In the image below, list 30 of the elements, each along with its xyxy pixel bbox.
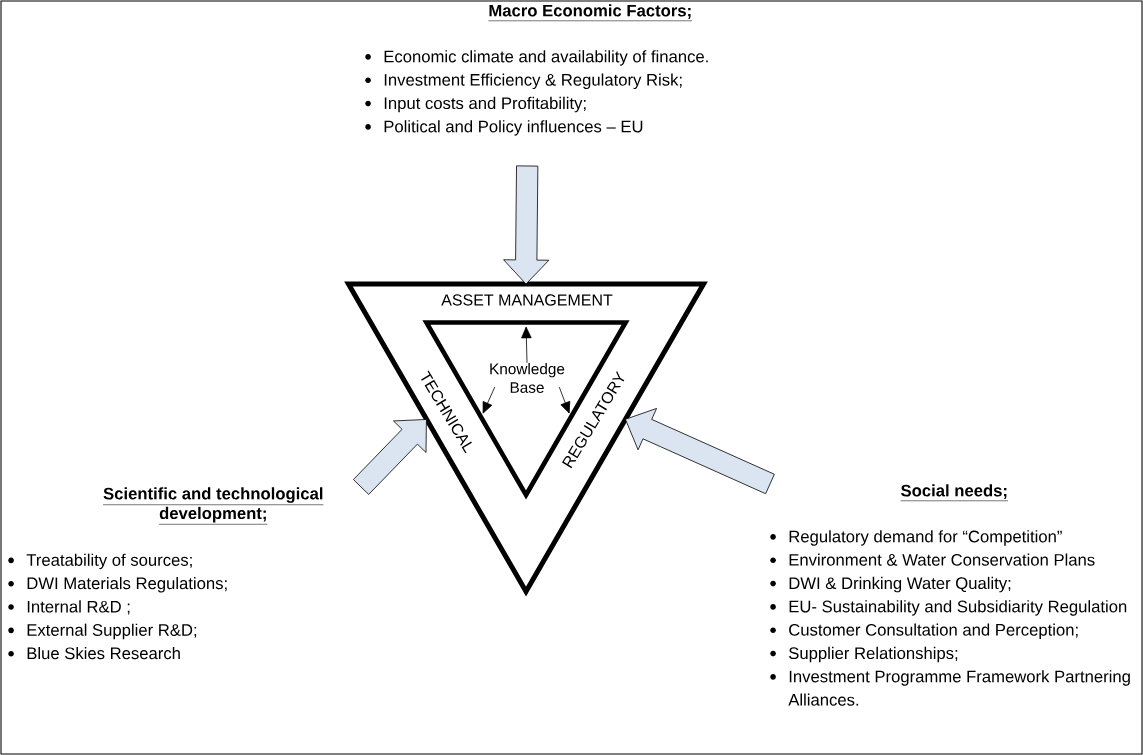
- bullet-item: Treatability of sources;: [8, 553, 192, 570]
- text-block: [770, 484, 1130, 706]
- block-arrow: [503, 165, 550, 285]
- bullet-item: Political and Policy influences – EU: [365, 120, 643, 136]
- arrow: [482, 386, 496, 414]
- bullet-item: Internal R&D ;: [8, 600, 130, 615]
- bullet-item: Supplier Relationships;: [770, 646, 958, 663]
- bullet-item: Environment & Water Conservation Plans: [770, 553, 1095, 566]
- band-label: ASSET MANAGEMENT: [441, 294, 613, 306]
- bullet-item: Input costs and Profitability;: [365, 96, 586, 113]
- heading: Social needs;: [900, 484, 1009, 502]
- arrow: [521, 326, 532, 364]
- node-label: Knowledge Base: [490, 363, 565, 393]
- bullet-item: Customer Consultation and Perception;: [770, 623, 1078, 640]
- bullet-item: Regulatory demand for “Competition”: [770, 530, 1062, 546]
- block-arrow: [625, 408, 775, 495]
- bullet-item: DWI & Drinking Water Quality;: [770, 576, 1011, 593]
- bullet-item: DWI Materials Regulations;: [8, 577, 227, 593]
- heading: Macro Economic Factors;: [488, 4, 693, 22]
- bullet-item: EU- Sustainability and Subsidiarity Regulation: [770, 600, 1127, 616]
- bullet-item: Investment Efficiency & Regulatory Risk;: [365, 73, 682, 90]
- block-arrow: [353, 419, 427, 495]
- bullet-item: Blue Skies Research: [8, 647, 180, 660]
- bullet-item: Investment Programme Framework Partnering Alliances.: [770, 670, 1130, 706]
- arrow: [558, 386, 571, 414]
- bullet-item: Economic climate and availability of finance.: [365, 50, 708, 66]
- text-block: [365, 4, 708, 136]
- bullet-item: External Supplier R&D;: [8, 623, 197, 640]
- text-block: [8, 487, 324, 660]
- heading: Scientific and technological development;: [102, 487, 324, 525]
